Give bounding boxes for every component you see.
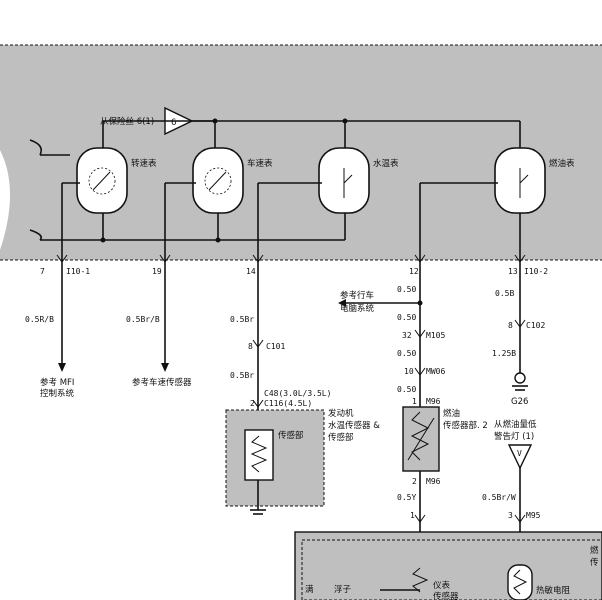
float-label: 浮子 xyxy=(334,584,352,595)
fuel-sender-unit xyxy=(294,531,602,600)
conn-c102: C102 xyxy=(526,321,545,330)
conn-mw06: MW06 xyxy=(426,367,445,376)
fuel-sensor-label-2: 传感器部. 2 xyxy=(443,420,488,431)
engine-label-2: 水温传感器 & xyxy=(328,420,380,431)
conn-c116: C116(4.5L) xyxy=(264,399,312,408)
pin-12: 12 xyxy=(409,267,419,276)
wire-label-4d: 0.50 xyxy=(397,385,416,394)
engine-label-3: 传感部 xyxy=(328,432,354,443)
ground-symbol xyxy=(514,372,526,384)
wire-label-2: 0.5Br/B xyxy=(126,315,160,324)
bottom-pin-1: 1 xyxy=(410,511,415,520)
wire-label-5a: 0.5B xyxy=(495,289,514,298)
bottom-right-2: 传 xyxy=(590,557,599,568)
c116-pin: 2 xyxy=(250,399,255,408)
mw06-pin: 10 xyxy=(404,367,414,376)
conn-m105: M105 xyxy=(426,331,445,340)
temp-sensor-box xyxy=(225,409,325,507)
conn-i10-2: I10-2 xyxy=(524,267,548,276)
wire-label-4a: 0.50 xyxy=(397,285,416,294)
wire-label-4b: 0.50 xyxy=(397,313,416,322)
sensor-part-label: 传感部 xyxy=(278,430,304,441)
ref-mfi-line1: 参考 MFI xyxy=(40,377,74,388)
conn-m95: M95 xyxy=(526,511,541,520)
c102-pin: 8 xyxy=(508,321,513,330)
m105-pin: 32 xyxy=(402,331,412,340)
wire-label-4c: 0.50 xyxy=(397,349,416,358)
bottom-left-char: 满 xyxy=(305,584,314,595)
conn-m96-top: M96 xyxy=(426,397,441,406)
page-edge-bulge xyxy=(0,150,10,250)
wire-label-3b: 0.5Br xyxy=(230,371,254,380)
wire-label-5b: 1.25B xyxy=(492,349,516,358)
pin-14: 14 xyxy=(246,267,256,276)
pin-19: 19 xyxy=(152,267,162,276)
temp-sensor-element xyxy=(244,429,274,481)
lamp-label-2: 警告灯 (1) xyxy=(494,431,534,442)
wire-label-7: 0.5Br/W xyxy=(482,493,516,502)
ref-ecu-line2: 电脑系统 xyxy=(340,303,375,314)
gauge-speedo-label: 转速表 xyxy=(131,158,157,169)
gauge-tacho-label: 车速表 xyxy=(247,158,273,169)
conn-c48: C48(3.0L/3.5L) xyxy=(264,389,331,398)
m96-top-pin: 1 xyxy=(412,397,417,406)
engine-label-1: 发动机 xyxy=(328,408,354,419)
wire-label-6: 0.5Y xyxy=(397,493,416,502)
gauge-temp-label: 水温表 xyxy=(373,158,399,169)
lamp-label-1: 从燃油量低 xyxy=(494,419,537,430)
m95-pin: 3 xyxy=(508,511,513,520)
conn-m96-bot: M96 xyxy=(426,477,441,486)
conn-c101: C101 xyxy=(266,342,285,351)
meter-label-1: 仪表 xyxy=(433,580,451,591)
lamp-triangle xyxy=(507,444,533,470)
fuel-sensor-label-1: 燃油 xyxy=(443,408,460,419)
pin-7: 7 xyxy=(40,267,45,276)
thermistor-label: 热敏电阻 xyxy=(536,585,571,596)
wire-label-1: 0.5R/B xyxy=(25,315,54,324)
ref-mfi-line2: 控制系统 xyxy=(40,388,75,399)
meter-label-2: 传感器 xyxy=(433,591,459,600)
wire-label-3: 0.5Br xyxy=(230,315,254,324)
ref-speed-sensor: 参考车速传感器 xyxy=(132,377,192,388)
gauge-fuel-label: 燃油表 xyxy=(549,158,575,169)
fuel-sensor-box xyxy=(402,406,440,472)
c101-pin: 8 xyxy=(248,342,253,351)
conn-i10-1: I10-1 xyxy=(66,267,90,276)
bottom-right-1: 燃 xyxy=(590,545,599,556)
lamp-v-icon: V xyxy=(517,449,522,458)
ref-ecu-line1: 参考行车 xyxy=(340,290,374,301)
ground-label: G26 xyxy=(511,397,528,407)
fuse-label: 6 xyxy=(171,118,176,128)
thermistor-icon xyxy=(507,564,533,600)
m96-bot-pin: 2 xyxy=(412,477,417,486)
pin-13: 13 xyxy=(508,267,518,276)
